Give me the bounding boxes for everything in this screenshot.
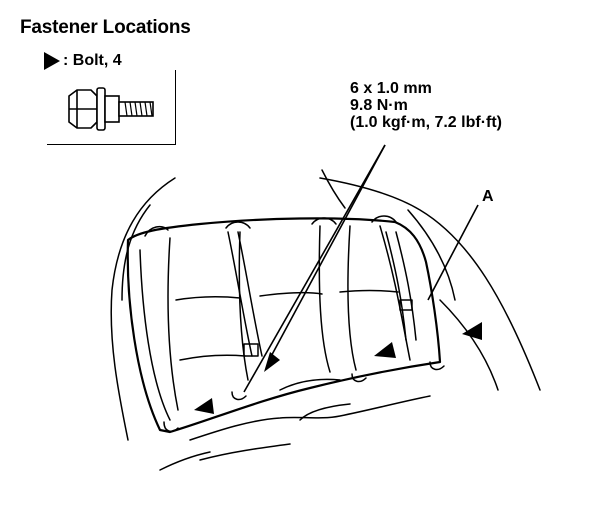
legend-bolt: : Bolt, 4 (44, 52, 122, 70)
bolt-legend-box (47, 70, 176, 145)
bolt-arrow-3 (374, 342, 396, 358)
torque-spec: 6 x 1.0 mm 9.8 N·m (1.0 kgf·m, 7.2 lbf·f… (350, 80, 502, 131)
triangle-arrow-icon (44, 52, 60, 70)
bolt-icon (68, 87, 154, 131)
bolt-arrow-1 (264, 352, 280, 372)
legend-text: : Bolt, 4 (63, 52, 122, 69)
spec-torque-alt: (1.0 kgf·m, 7.2 lbf·ft) (350, 114, 503, 131)
spec-size: 6 x 1.0 mm (350, 80, 432, 97)
callout-label-a: A (482, 188, 494, 205)
spec-torque-nm: 9.8 N·m (350, 97, 408, 114)
bolt-arrow-2 (194, 398, 214, 414)
page-title: Fastener Locations (20, 17, 191, 38)
bolt-arrow-4 (462, 322, 482, 340)
